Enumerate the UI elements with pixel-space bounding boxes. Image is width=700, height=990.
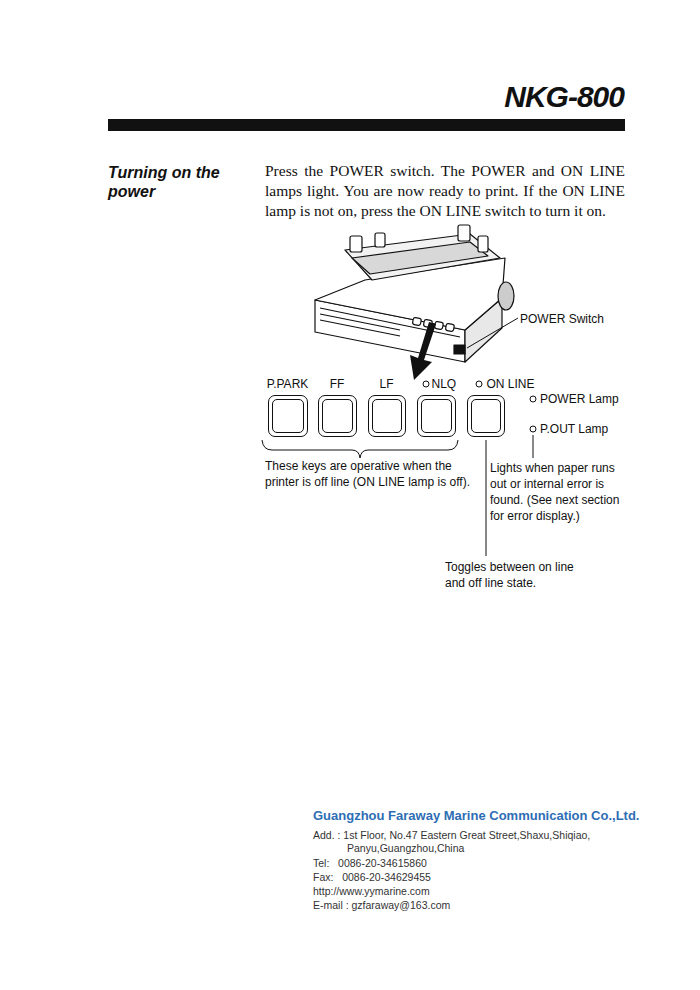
online-lamp [476, 381, 482, 387]
front-line [320, 308, 460, 337]
fax: Fax: 0086-20-34629455 [313, 871, 431, 884]
page-header: NKG-800 [504, 80, 624, 114]
platen-knob [498, 282, 514, 310]
key-label: LF [379, 377, 393, 391]
leader-line [486, 440, 487, 556]
key-button: LF [368, 395, 406, 437]
printer-body [315, 225, 514, 362]
paper-guide [350, 236, 362, 252]
key-label: P.PARK [267, 377, 309, 391]
pout-lamp [530, 426, 536, 432]
power-switch [454, 345, 465, 354]
panel-key [434, 321, 443, 329]
phone: Tel: 0086-20-34615860 [313, 857, 427, 870]
section-heading: Turning on the power [108, 163, 248, 201]
printer-cover [345, 234, 500, 280]
key-label: ON LINE [487, 377, 535, 391]
pointer-arrow [410, 322, 436, 380]
paper-guide [478, 236, 488, 252]
part-label: POWER Switch [520, 311, 604, 327]
paper-slot [352, 242, 488, 274]
lamp-label: POWER Lamp [540, 391, 619, 407]
leader-line [467, 318, 518, 348]
leader-line [533, 435, 534, 458]
panel-key [412, 317, 421, 325]
panel-key [445, 323, 454, 331]
address: Add. : 1st Floor, No.47 Eastern Great St… [313, 829, 617, 855]
paper-guide [375, 233, 385, 247]
body-text: Press the POWER switch. The POWER and ON… [265, 161, 625, 221]
email: E-mail : gzfaraway@163.com [313, 899, 450, 912]
website: http://www.yymarine.com [313, 885, 430, 898]
lamp-label: P.OUT Lamp [540, 421, 608, 437]
key-button: FF [318, 395, 357, 437]
note-text: Lights when paper runs out or internal e… [490, 460, 626, 524]
header-bar [108, 119, 625, 131]
front-line [320, 320, 400, 336]
key-button: P.PARK [268, 395, 308, 437]
key-label: NLQ [432, 377, 457, 391]
key-label: FF [330, 377, 345, 391]
key-button: ON LINE [467, 395, 505, 437]
paper-guide [458, 225, 470, 241]
key-button: NLQ [417, 395, 456, 437]
power-lamp [530, 396, 536, 402]
nlq-lamp [423, 381, 429, 387]
note-text: These keys are operative when the printe… [265, 458, 481, 490]
brace [262, 440, 458, 458]
note-text: Toggles between on line and off line sta… [445, 559, 585, 591]
company-name: Guangzhou Faraway Marine Communication C… [313, 808, 639, 823]
